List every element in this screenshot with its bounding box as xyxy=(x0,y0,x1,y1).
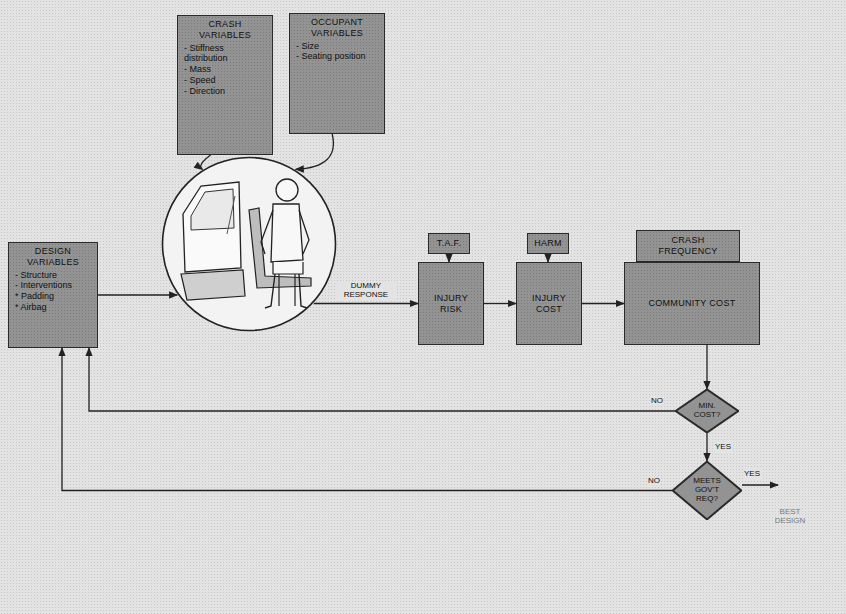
flow-arrow xyxy=(62,348,672,491)
node-heading: DESIGN VARIABLES xyxy=(13,246,93,268)
node-item: - Structure xyxy=(13,270,93,281)
flow-arrow xyxy=(314,303,418,304)
node-item: * Airbag xyxy=(13,302,93,313)
node-heading: MEETS GOV'T REQ? xyxy=(687,477,726,503)
process-box: CRASH FREQUENCY xyxy=(636,230,740,262)
node-heading: INJURY COST xyxy=(521,293,577,315)
decision-diamond: MIN. COST? xyxy=(675,389,739,433)
crash-illustration xyxy=(161,156,337,332)
flow-arrow xyxy=(98,294,177,295)
node-item: - Direction xyxy=(182,86,268,97)
edge-label: NO xyxy=(647,476,661,485)
edge-label: NO xyxy=(650,396,664,405)
node-heading: T.A.F. xyxy=(437,238,461,249)
node-heading: CRASH VARIABLES xyxy=(182,19,268,41)
diamond-shape xyxy=(673,462,742,520)
process-box: CRASH VARIABLES- Stiffness distribution-… xyxy=(177,15,273,155)
node-heading: COMMUNITY COST xyxy=(648,298,735,309)
result-label: BEST DESIGN xyxy=(767,507,813,525)
process-box: OCCUPANT VARIABLES - Size- Seating positi… xyxy=(289,13,385,134)
flow-arrow xyxy=(89,348,675,411)
node-heading: OCCUPANT VARIABLES xyxy=(294,17,380,39)
flow-arrow xyxy=(582,303,624,304)
node-heading: INJURY RISK xyxy=(423,293,479,315)
node-item: - Speed xyxy=(182,75,268,86)
node-item: - Mass xyxy=(182,64,268,75)
node-item: * Padding xyxy=(13,291,93,302)
flow-arrow xyxy=(547,254,548,262)
process-box: DESIGN VARIABLES - Structure- Interventio… xyxy=(8,242,98,348)
node-heading: HARM xyxy=(534,238,562,249)
node-heading: MIN. COST? xyxy=(689,402,725,420)
process-box: HARM xyxy=(527,233,569,254)
flow-arrow xyxy=(706,345,707,389)
best-design-arrow xyxy=(742,484,778,485)
node-heading: CRASH FREQUENCY xyxy=(641,235,735,257)
flow-arrow xyxy=(706,433,707,461)
node-item: - Size xyxy=(294,41,380,52)
edge-label: YES xyxy=(714,442,732,451)
flow-arrow xyxy=(448,254,449,262)
diamond-shape xyxy=(676,389,739,432)
process-box: T.A.F. xyxy=(428,233,470,254)
edge-label: DUMMY RESPONSE xyxy=(335,281,397,299)
process-box: INJURY RISK xyxy=(418,262,484,345)
flow-arrow xyxy=(296,134,334,169)
simulation-circle xyxy=(161,156,337,332)
decision-diamond: MEETS GOV'T REQ? xyxy=(672,461,742,520)
process-box: INJURY COST xyxy=(516,262,582,345)
branch-label: YES xyxy=(743,469,761,478)
flow-arrow xyxy=(484,303,516,304)
node-item: - Interventions xyxy=(13,280,93,291)
process-box: COMMUNITY COST xyxy=(624,262,760,345)
node-item: - Seating position xyxy=(294,51,380,62)
node-item: - Stiffness distribution xyxy=(182,43,268,65)
